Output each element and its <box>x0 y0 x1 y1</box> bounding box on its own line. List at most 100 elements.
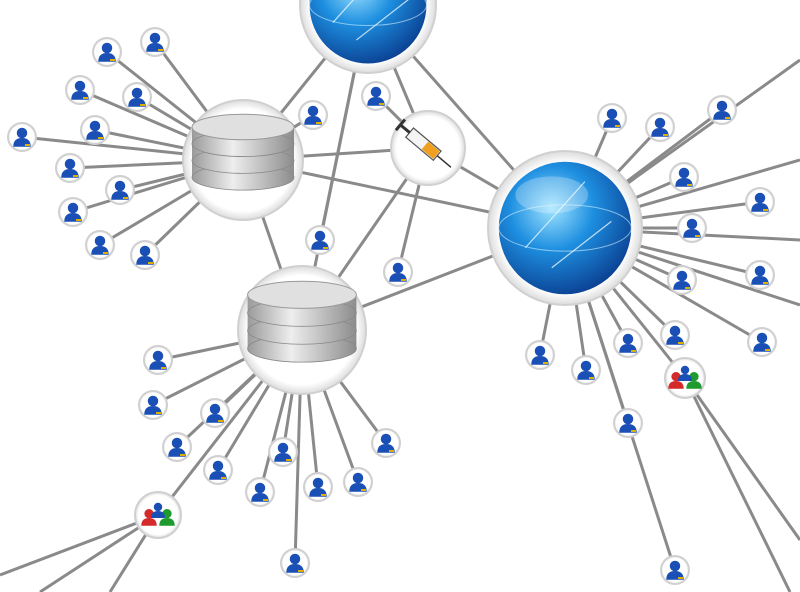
user-icon <box>577 360 595 380</box>
user-node[interactable] <box>361 81 391 111</box>
user-node[interactable] <box>660 320 690 350</box>
user-node[interactable] <box>122 82 152 112</box>
user-group-icon-node[interactable] <box>664 357 706 399</box>
user-node[interactable] <box>200 398 230 428</box>
user-node[interactable] <box>371 428 401 458</box>
user-icon <box>146 32 164 52</box>
user-icon <box>251 482 269 502</box>
database-icon-node[interactable] <box>237 265 367 395</box>
user-icon <box>304 105 322 125</box>
user-node[interactable] <box>669 162 699 192</box>
user-icon <box>751 192 769 212</box>
edges <box>0 4 800 592</box>
user-icon <box>666 325 684 345</box>
edge-line <box>683 377 800 541</box>
user-icon <box>91 235 109 255</box>
user-node[interactable] <box>667 265 697 295</box>
user-node[interactable] <box>747 327 777 357</box>
user-node[interactable] <box>707 95 737 125</box>
user-node[interactable] <box>7 122 37 152</box>
globe-icon <box>498 161 632 295</box>
user-node[interactable] <box>645 112 675 142</box>
user-node[interactable] <box>143 345 173 375</box>
user-node[interactable] <box>138 390 168 420</box>
user-node[interactable] <box>613 408 643 438</box>
user-node[interactable] <box>525 340 555 370</box>
user-icon <box>149 350 167 370</box>
user-icon <box>367 86 385 106</box>
user-icon <box>61 158 79 178</box>
globe-icon-node[interactable] <box>487 150 643 306</box>
user-icon <box>13 127 31 147</box>
user-icon <box>274 442 292 462</box>
globe-icon-node[interactable] <box>299 0 437 74</box>
user-icon <box>666 560 684 580</box>
user-node[interactable] <box>613 328 643 358</box>
user-node[interactable] <box>597 103 627 133</box>
user-icon <box>71 80 89 100</box>
edge-line <box>683 377 792 592</box>
user-node[interactable] <box>65 75 95 105</box>
user-node[interactable] <box>343 467 373 497</box>
user-node[interactable] <box>303 472 333 502</box>
user-group-icon-node[interactable] <box>134 491 182 539</box>
user-icon <box>753 332 771 352</box>
nodes <box>7 0 777 585</box>
user-icon <box>673 270 691 290</box>
user-node[interactable] <box>745 187 775 217</box>
user-node[interactable] <box>677 213 707 243</box>
database-icon <box>191 113 295 191</box>
user-node[interactable] <box>383 257 413 287</box>
user-node[interactable] <box>162 432 192 462</box>
user-node[interactable] <box>305 225 335 255</box>
user-icon <box>209 460 227 480</box>
user-icon <box>619 333 637 353</box>
user-node[interactable] <box>105 175 135 205</box>
user-node[interactable] <box>58 197 88 227</box>
database-icon-node[interactable] <box>182 99 304 221</box>
user-node[interactable] <box>80 115 110 145</box>
user-node[interactable] <box>280 548 310 578</box>
user-icon <box>683 218 701 238</box>
globe-icon <box>309 0 427 64</box>
user-icon <box>377 433 395 453</box>
user-icon <box>751 265 769 285</box>
user-icon <box>144 395 162 415</box>
user-icon <box>136 245 154 265</box>
database-icon <box>247 280 357 363</box>
user-icon <box>651 117 669 137</box>
user-node[interactable] <box>745 260 775 290</box>
user-node[interactable] <box>85 230 115 260</box>
user-icon <box>389 262 407 282</box>
user-icon <box>309 477 327 497</box>
user-icon <box>349 472 367 492</box>
user-icon <box>111 180 129 200</box>
user-node[interactable] <box>140 27 170 57</box>
user-node[interactable] <box>92 37 122 67</box>
user-node[interactable] <box>268 437 298 467</box>
user-node[interactable] <box>571 355 601 385</box>
user-icon <box>64 202 82 222</box>
user-node[interactable] <box>298 100 328 130</box>
user-icon <box>86 120 104 140</box>
user-node[interactable] <box>203 455 233 485</box>
user-icon <box>286 553 304 573</box>
user-group-icon <box>668 365 702 389</box>
user-node[interactable] <box>660 555 690 585</box>
user-icon <box>311 230 329 250</box>
user-icon <box>128 87 146 107</box>
syringe-icon-node[interactable] <box>390 110 466 186</box>
user-icon <box>98 42 116 62</box>
user-icon <box>619 413 637 433</box>
user-icon <box>531 345 549 365</box>
edge-line <box>0 513 159 577</box>
user-node[interactable] <box>245 477 275 507</box>
user-node[interactable] <box>55 153 85 183</box>
user-node[interactable] <box>130 240 160 270</box>
user-icon <box>168 437 186 457</box>
user-icon <box>206 403 224 423</box>
syringe-icon <box>394 118 452 168</box>
user-group-icon <box>141 502 175 526</box>
user-icon <box>675 167 693 187</box>
